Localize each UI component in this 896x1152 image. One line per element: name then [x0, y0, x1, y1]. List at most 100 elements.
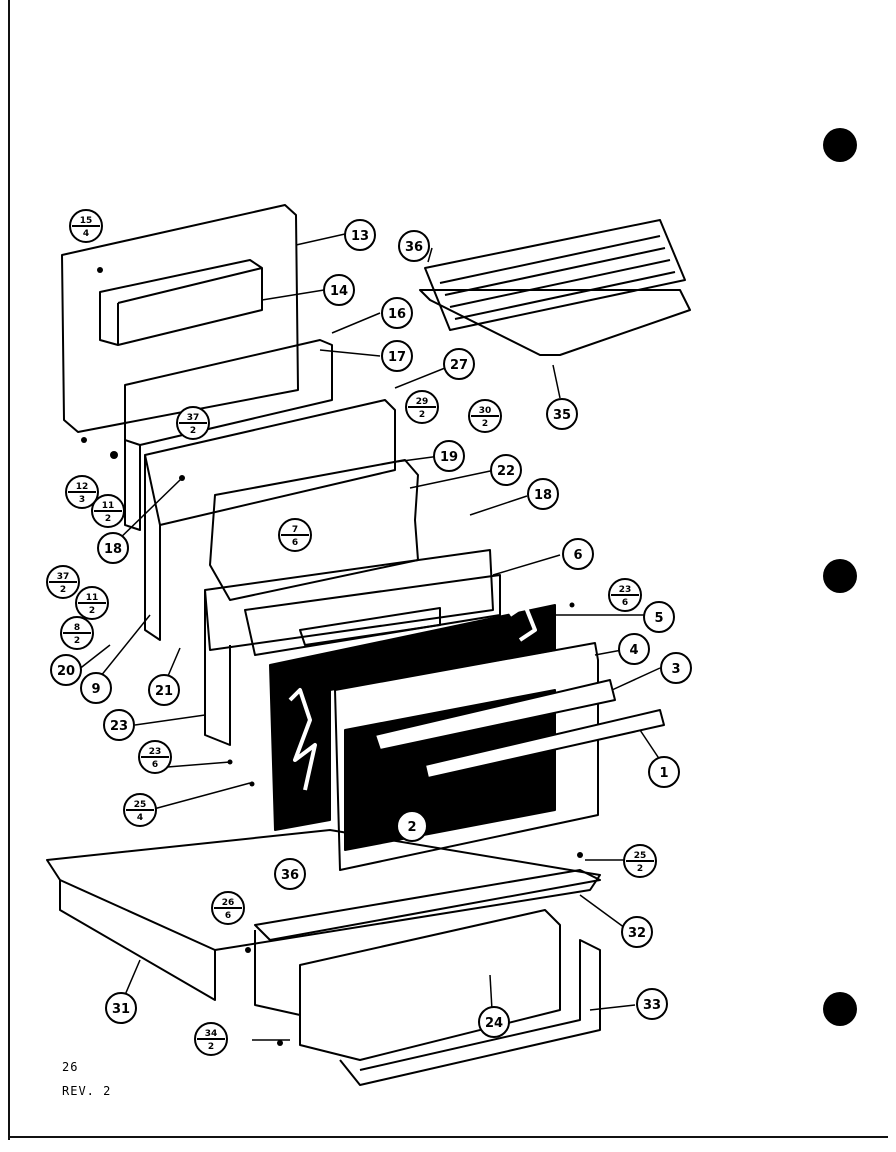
svg-text:26: 26	[222, 898, 235, 908]
callout-30-2: 302	[468, 399, 502, 433]
svg-text:1: 1	[659, 766, 668, 781]
svg-text:9: 9	[91, 682, 100, 697]
svg-text:36: 36	[405, 240, 423, 255]
callout-24: 24	[478, 1006, 510, 1038]
callout-36-base: 36	[274, 858, 306, 890]
callout-19: 19	[433, 440, 465, 472]
part-drawer-frame	[339, 939, 601, 1086]
callout-34-2: 342	[194, 1022, 228, 1056]
svg-text:2: 2	[105, 514, 111, 524]
callout-23-6-left: 236	[138, 740, 172, 774]
part-door-glass	[269, 604, 556, 831]
svg-text:22: 22	[497, 464, 515, 479]
svg-text:12: 12	[76, 482, 89, 492]
svg-text:4: 4	[629, 643, 638, 658]
callout-4: 4	[618, 633, 650, 665]
svg-text:14: 14	[330, 284, 348, 299]
svg-text:13: 13	[351, 229, 369, 244]
callout-23: 23	[103, 709, 135, 741]
svg-text:5: 5	[654, 611, 663, 626]
svg-text:29: 29	[416, 397, 429, 407]
part-inner-panel	[144, 399, 396, 526]
svg-text:6: 6	[225, 911, 231, 921]
callout-35: 35	[546, 398, 578, 430]
callout-37-2-top: 372	[176, 406, 210, 440]
svg-text:6: 6	[152, 760, 158, 770]
svg-text:20: 20	[57, 664, 75, 679]
part-insulation-frame	[124, 339, 333, 446]
svg-text:2: 2	[482, 419, 488, 429]
revision-label: REV. 2	[62, 1084, 112, 1098]
page-number: 26	[62, 1060, 79, 1074]
svg-text:19: 19	[440, 450, 458, 465]
svg-text:23: 23	[619, 585, 632, 595]
punch-hole-middle	[823, 559, 857, 593]
svg-text:23: 23	[110, 719, 128, 734]
svg-text:32: 32	[628, 926, 646, 941]
punch-hole-top	[823, 128, 857, 162]
callout-23-6-right: 236	[608, 578, 642, 612]
svg-text:16: 16	[388, 307, 406, 322]
svg-text:2: 2	[60, 585, 66, 595]
part-back-panel	[61, 204, 299, 433]
svg-text:3: 3	[79, 495, 85, 505]
svg-text:6: 6	[292, 538, 298, 548]
callout-33: 33	[636, 988, 668, 1020]
svg-text:18: 18	[104, 542, 122, 557]
callout-11-2-bottom: 112	[75, 586, 109, 620]
part-broiler-pan	[419, 289, 691, 356]
svg-text:31: 31	[112, 1002, 130, 1017]
svg-text:24: 24	[485, 1016, 503, 1031]
svg-text:6: 6	[622, 598, 628, 608]
part-broiler-rack	[424, 219, 686, 331]
svg-text:23: 23	[149, 747, 162, 757]
svg-text:17: 17	[388, 350, 406, 365]
part-oven-liner	[209, 459, 419, 601]
callout-1: 1	[648, 756, 680, 788]
page-left-edge	[8, 0, 10, 1140]
callout-32: 32	[621, 916, 653, 948]
callout-8-2: 82	[60, 616, 94, 650]
svg-text:2: 2	[74, 636, 80, 646]
svg-text:37: 37	[187, 413, 200, 423]
callout-26-6: 266	[211, 891, 245, 925]
callout-27: 27	[443, 348, 475, 380]
svg-text:4: 4	[83, 229, 89, 239]
svg-text:2: 2	[89, 606, 95, 616]
svg-text:4: 4	[137, 813, 143, 823]
callout-29-2: 292	[405, 390, 439, 424]
svg-text:7: 7	[292, 525, 298, 535]
part-door-handle	[424, 709, 665, 779]
svg-text:36: 36	[281, 868, 299, 883]
punch-hole-bottom	[823, 992, 857, 1026]
part-kick-strip	[254, 869, 601, 941]
callout-31: 31	[105, 992, 137, 1024]
svg-text:15: 15	[80, 216, 93, 226]
part-door-frame	[204, 549, 494, 651]
svg-text:8: 8	[74, 623, 80, 633]
svg-text:11: 11	[102, 501, 115, 511]
callout-11-2-top: 112	[91, 494, 125, 528]
svg-text:25: 25	[134, 800, 147, 810]
callout-9: 9	[80, 672, 112, 704]
svg-text:6: 6	[573, 548, 582, 563]
svg-text:30: 30	[479, 406, 492, 416]
svg-text:27: 27	[450, 358, 468, 373]
svg-text:35: 35	[553, 408, 571, 423]
svg-text:18: 18	[534, 488, 552, 503]
svg-text:3: 3	[671, 662, 680, 677]
svg-text:2: 2	[637, 864, 643, 874]
callout-3: 3	[660, 652, 692, 684]
callout-25-2: 252	[623, 844, 657, 878]
svg-text:2: 2	[407, 820, 416, 835]
callout-17: 17	[381, 340, 413, 372]
callout-15-4: 154	[69, 209, 103, 243]
svg-text:33: 33	[643, 998, 661, 1013]
callout-13: 13	[344, 219, 376, 251]
svg-text:2: 2	[208, 1042, 214, 1052]
callout-16: 16	[381, 297, 413, 329]
callout-21: 21	[148, 674, 180, 706]
svg-text:34: 34	[205, 1029, 218, 1039]
